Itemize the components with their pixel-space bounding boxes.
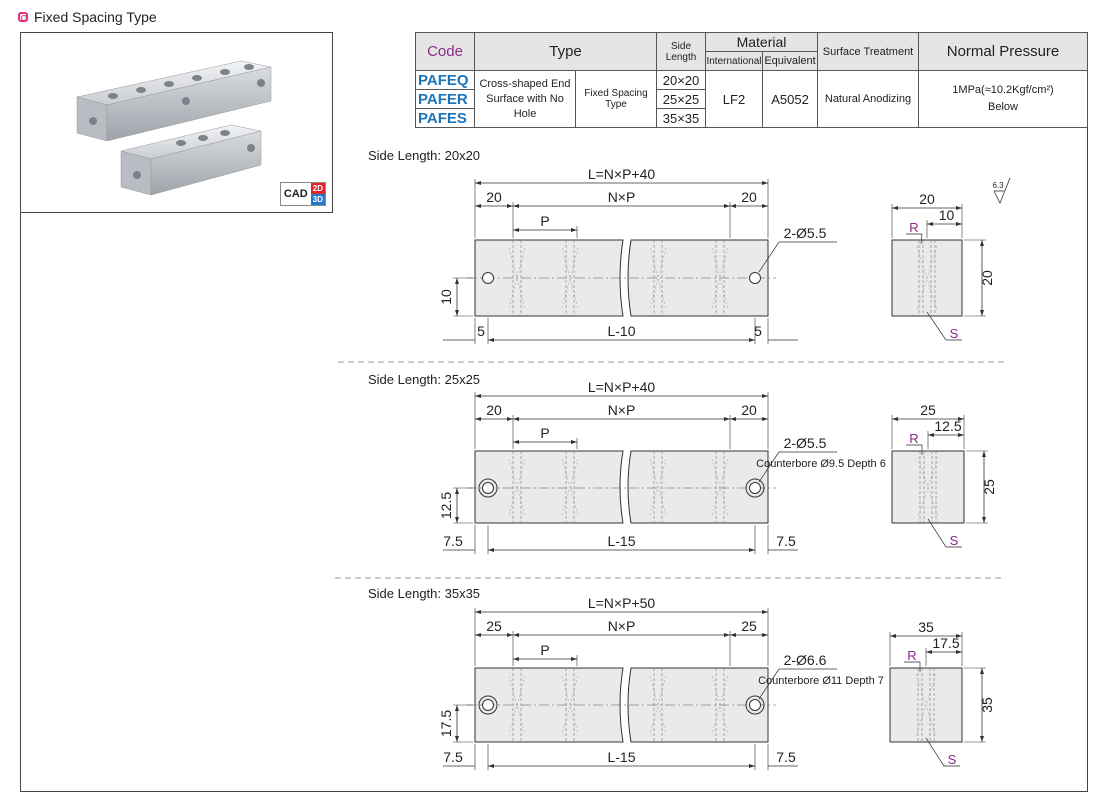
counterbore-circle	[745, 695, 765, 715]
side-half-label: 12.5	[934, 418, 961, 434]
side-height-label: 35	[979, 697, 995, 713]
type-name: Fixed Spacing Type	[575, 70, 657, 128]
section-title-20: Side Length: 20x20	[368, 148, 481, 163]
cad-label: CAD	[280, 183, 311, 205]
block-left-part	[474, 450, 624, 524]
side-height-label: 25	[981, 479, 997, 495]
dim-total-label: L=N×P+50	[588, 595, 656, 611]
spec-table: Code Type Side Length Material Surface T…	[415, 32, 1088, 128]
cad-badge[interactable]: CAD 2D 3D	[279, 182, 326, 206]
code-header: Code	[415, 32, 475, 71]
international-header: International	[705, 51, 763, 71]
counterbore-label: Counterbore Ø11 Depth 7	[758, 675, 884, 687]
pressure-line2: Below	[988, 101, 1018, 113]
side-width-label: 35	[918, 619, 934, 635]
mounting-hole	[482, 699, 494, 711]
cad-3d-label: 3D	[310, 194, 325, 205]
side-half-label: 10	[939, 207, 955, 223]
radius-label: R	[909, 431, 918, 446]
dim-total-label: L=N×P+40	[588, 379, 656, 395]
type-header: Type	[474, 32, 657, 71]
section-title-25: Side Length: 25x25	[368, 372, 481, 387]
radius-label: R	[909, 220, 918, 235]
side-view-block	[891, 450, 965, 524]
side-half-label: 17.5	[932, 635, 959, 651]
dim-np-label: N×P	[608, 189, 636, 205]
dim-end-left-label: 20	[486, 189, 502, 205]
material-equivalent: A5052	[762, 70, 818, 128]
dim-inner-label: L-10	[607, 323, 635, 339]
surface-label: S	[950, 326, 959, 341]
surface-treatment: Natural Anodizing	[817, 70, 919, 128]
mounting-hole	[749, 272, 761, 284]
circle-bullet-icon	[18, 12, 28, 22]
section-header: Fixed Spacing Type	[18, 8, 157, 26]
dim-inner-label: L-15	[607, 749, 635, 765]
dim-end-left-label: 20	[486, 402, 502, 418]
dim-inner-label: L-15	[607, 533, 635, 549]
material-header: Material	[705, 32, 818, 52]
dim-offset-right-label: 7.5	[776, 749, 796, 765]
dim-offset-left-label: 7.5	[443, 749, 463, 765]
side-width-label: 20	[919, 191, 935, 207]
side-height-label: 20	[979, 270, 995, 286]
side-width-label: 25	[920, 402, 936, 418]
counterbore-circle	[745, 478, 765, 498]
section-title-35: Side Length: 35x35	[368, 586, 481, 601]
dim-end-left-label: 25	[486, 618, 502, 634]
dim-end-right-label: 25	[741, 618, 757, 634]
mounting-hole	[482, 272, 494, 284]
hole-callout-label: 2-Ø5.5	[784, 225, 827, 241]
surface-label: S	[948, 752, 957, 767]
hole-callout-label: 2-Ø6.6	[784, 652, 827, 668]
pressure-header: Normal Pressure	[918, 32, 1088, 71]
mounting-hole	[749, 699, 761, 711]
manifold-blocks-illustration	[76, 60, 272, 196]
dim-height-label: 12.5	[438, 492, 454, 519]
block-right-part	[627, 450, 769, 524]
side-length-3: 35×35	[656, 108, 706, 128]
content-frame	[20, 32, 1088, 792]
dim-offset-left-label: 7.5	[443, 533, 463, 549]
dim-total-label: L=N×P+40	[588, 166, 656, 182]
mounting-hole	[749, 482, 761, 494]
normal-pressure: 1MPa(≈10.2Kgf/cm²) Below	[918, 70, 1088, 128]
counterbore-label: Counterbore Ø9.5 Depth 6	[756, 458, 886, 470]
dim-end-right-label: 20	[741, 402, 757, 418]
section-title: Fixed Spacing Type	[34, 9, 157, 25]
dim-offset-right-label: 5	[754, 323, 762, 339]
dim-np-label: N×P	[608, 618, 636, 634]
code-pafes: PAFES	[415, 108, 475, 128]
counterbore-circle	[478, 478, 498, 498]
cad-2d-label: 2D	[310, 183, 325, 194]
dim-height-label: 17.5	[438, 710, 454, 737]
dim-pitch-label: P	[540, 642, 549, 658]
dim-np-label: N×P	[608, 402, 636, 418]
dim-pitch-label: P	[540, 425, 549, 441]
dim-offset-left-label: 5	[477, 323, 485, 339]
type-desc-line2: Surface with No Hole	[486, 92, 564, 120]
surface-label: S	[950, 533, 959, 548]
block-right-part	[627, 239, 769, 317]
roughness-symbol-icon	[993, 177, 1011, 204]
product-photo: CAD 2D 3D	[20, 32, 333, 213]
surface-header: Surface Treatment	[817, 32, 919, 71]
dim-pitch-label: P	[540, 213, 549, 229]
mounting-hole	[482, 482, 494, 494]
pressure-line1: 1MPa(≈10.2Kgf/cm²)	[952, 84, 1054, 96]
radius-label: R	[907, 648, 916, 663]
dim-end-right-label: 20	[741, 189, 757, 205]
roughness-value: 6.3	[992, 181, 1004, 190]
dim-offset-right-label: 7.5	[776, 533, 796, 549]
equivalent-header: Equivalent	[762, 51, 818, 71]
dim-height-label: 10	[438, 289, 454, 305]
type-desc-line1: Cross-shaped End	[479, 77, 571, 90]
counterbore-circle	[478, 695, 498, 715]
hole-callout-label: 2-Ø5.5	[784, 435, 827, 451]
